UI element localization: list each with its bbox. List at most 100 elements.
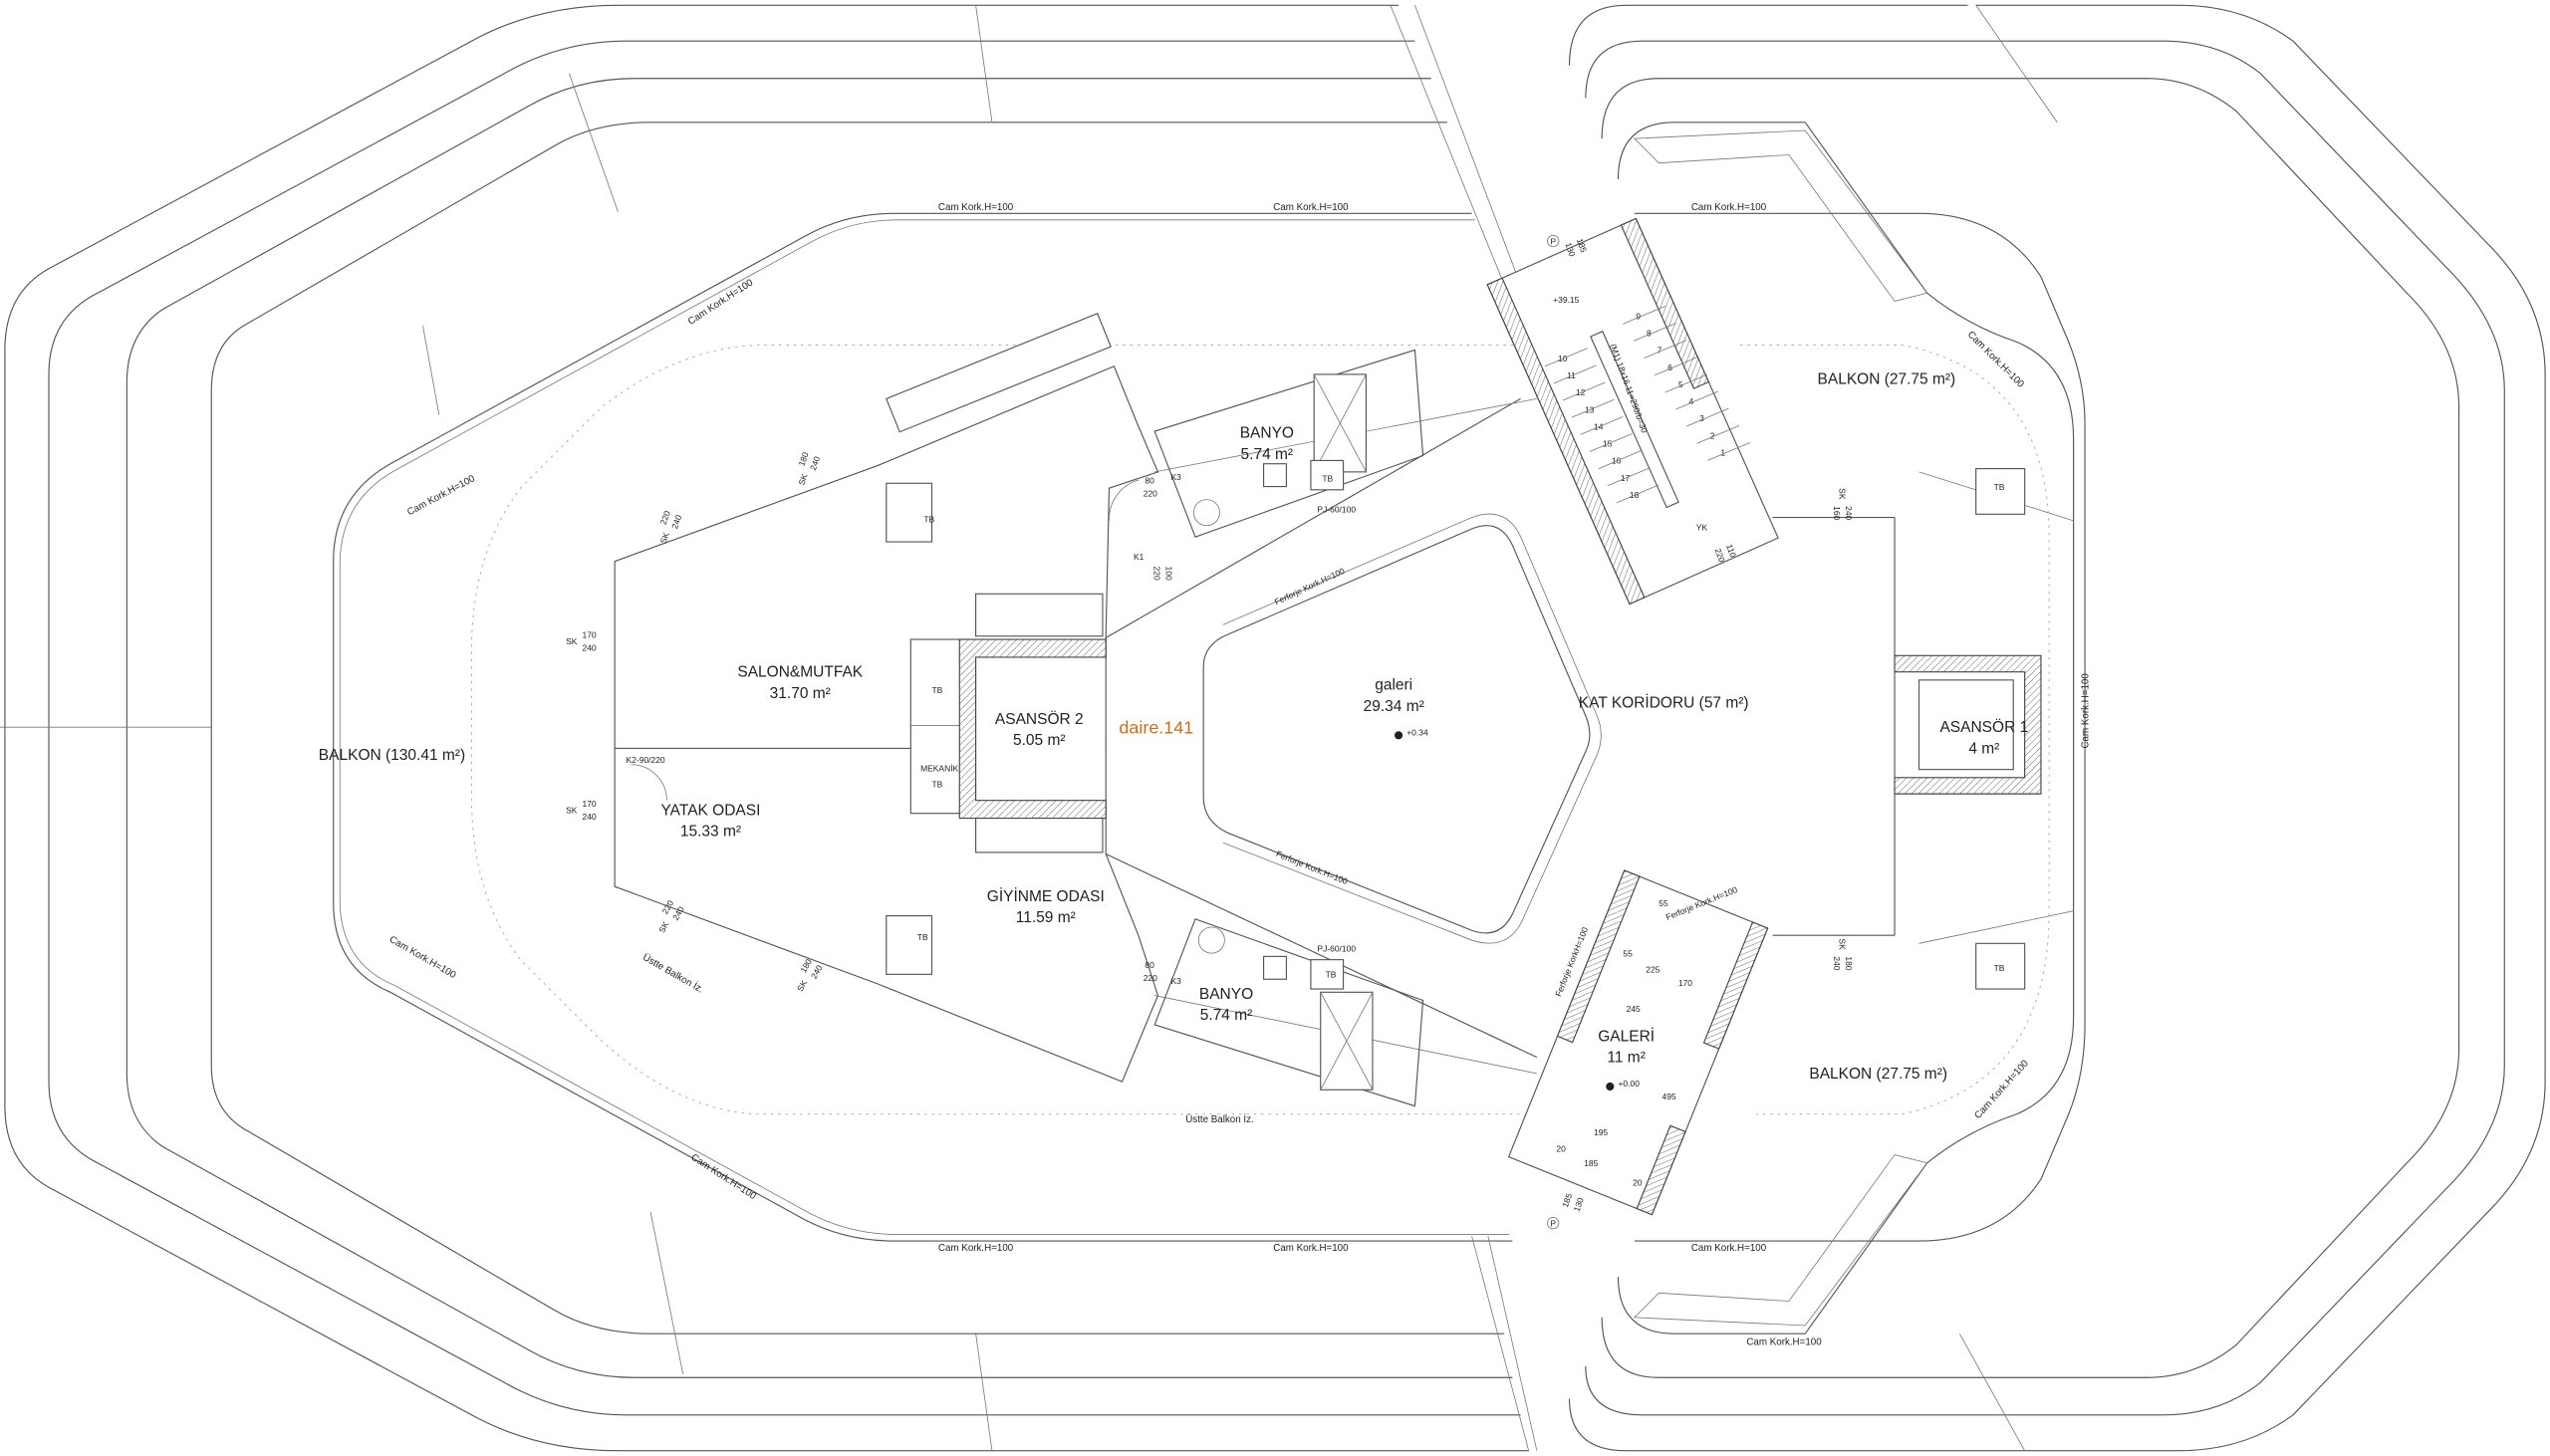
- room-name: BALKON (27.75 m²): [1818, 371, 1956, 388]
- door-tag: YK: [1696, 523, 1708, 533]
- dimension: 185: [1584, 1158, 1598, 1168]
- window-height: 240: [808, 455, 822, 472]
- room-area: 29.34 m²: [1364, 698, 1424, 715]
- railing-label: Cam Kork.H=100: [938, 1243, 1014, 1254]
- railing-label: Cam Kork.H=100: [1746, 1337, 1822, 1348]
- window-height: 240: [582, 812, 596, 822]
- room-name: BALKON (130.41 m²): [319, 747, 465, 764]
- door-width: 80: [1145, 960, 1154, 970]
- elevator-1-shaft: [1894, 654, 2042, 795]
- storage-label: TB: [932, 780, 943, 790]
- stair-step-number: 1: [1720, 448, 1725, 458]
- railing-label: Cam Kork.H=100: [1691, 202, 1767, 213]
- door-width: 80: [1145, 475, 1154, 485]
- room-area: 15.33 m²: [680, 824, 741, 841]
- window-tag: SK: [796, 472, 809, 486]
- galeri-core: [1507, 869, 1769, 1216]
- dimension: 195: [1594, 1127, 1608, 1137]
- door-height: 220: [1144, 973, 1157, 983]
- window-tag: SK: [795, 978, 809, 993]
- railing-label: Cam Kork.H=100: [387, 934, 458, 981]
- door-tag: P: [1550, 1218, 1556, 1228]
- room-area: 11.59 m²: [1016, 909, 1076, 926]
- railing-label: Ferforje Kork.H=100: [1273, 566, 1347, 607]
- apartment-141: [614, 313, 1424, 1107]
- dimension: 170: [1678, 978, 1692, 988]
- stair-tread: [1675, 390, 1719, 410]
- railing-label: Cam Kork.H=100: [1691, 1243, 1767, 1254]
- room-name: YATAK ODASI: [661, 802, 761, 819]
- right-block-outline: [1568, 4, 2546, 1452]
- door-height: 220: [1144, 488, 1157, 498]
- door-tag: K1: [1134, 552, 1145, 562]
- stair-step-number: 6: [1667, 363, 1672, 372]
- dimension: 245: [1627, 1004, 1641, 1014]
- window-tag: SK: [1838, 488, 1848, 500]
- room-name: ASANSÖR 1: [1939, 718, 2028, 736]
- room-name: SALON&MUTFAK: [737, 664, 863, 681]
- stair-tread: [1644, 340, 1687, 359]
- storage-label: TB: [923, 514, 934, 524]
- dimension: 225: [1646, 965, 1659, 975]
- stair-tread: [1562, 381, 1606, 401]
- window-width: 240: [1844, 506, 1854, 520]
- dimension: 495: [1662, 1092, 1676, 1101]
- railing-label: Cam Kork.H=100: [1273, 202, 1349, 213]
- window-height: 160: [1832, 506, 1842, 520]
- railing-label: Cam Kork.H=100: [405, 473, 477, 518]
- dimension: 55: [1658, 898, 1668, 908]
- stair-tread: [1664, 373, 1708, 393]
- level-marker-icon: [1395, 731, 1403, 740]
- storage-label: TB: [1326, 970, 1337, 980]
- door-tag: PJ-60/100: [1317, 505, 1356, 515]
- door-height: 220: [1713, 547, 1727, 564]
- room-area: 5.05 m²: [1013, 732, 1066, 749]
- stair-tread: [1553, 364, 1597, 384]
- galeri-dimensions: 55 55 225 170 245 495 195 185 20 20: [1556, 898, 1692, 1188]
- stair-tread: [1544, 348, 1588, 367]
- stair-tread: [1616, 484, 1659, 504]
- window-height: 240: [1832, 956, 1842, 970]
- room-area: 5.74 m²: [1200, 1007, 1253, 1024]
- door-tag: K2-90/220: [627, 755, 665, 765]
- storage-labels: TB TB MEKANİK TB TB TB TB TB TB: [917, 474, 2005, 980]
- room-name: ASANSÖR 2: [995, 710, 1084, 728]
- window-width: 220: [658, 509, 672, 526]
- stair-tread: [1589, 433, 1633, 452]
- window-height: 240: [582, 642, 596, 652]
- corridor-walls: [1105, 397, 1896, 1075]
- door-tag: PJ-60/100: [1317, 943, 1356, 953]
- stair-core: [1486, 217, 1779, 606]
- stair-step-number: 8: [1647, 329, 1652, 339]
- window-tag: SK: [566, 806, 578, 816]
- stair-level: +39.15: [1553, 295, 1579, 305]
- window-width: 170: [582, 629, 596, 639]
- door-tag: P: [1550, 236, 1556, 246]
- door-width: 185: [1560, 1192, 1574, 1209]
- stair-step-number: 9: [1636, 311, 1641, 321]
- stair-step-number: 2: [1710, 430, 1715, 440]
- room-labels: SALON&MUTFAK 31.70 m² YATAK ODASI 15.33 …: [319, 371, 2028, 1092]
- level-value: +0.00: [1618, 1079, 1640, 1089]
- unit-label: daire.141: [1119, 718, 1193, 738]
- railing-label: Cam Kork.H=100: [689, 1152, 759, 1203]
- upper-balcony-trace: Üstte Balkon İz.: [640, 952, 705, 996]
- railing-label: Cam Kork.H=100: [1273, 1243, 1349, 1254]
- room-area: 4 m²: [1968, 740, 1999, 757]
- stair-tread: [1598, 450, 1642, 469]
- window-tag: SK: [658, 531, 671, 545]
- door-height: 220: [1151, 567, 1161, 581]
- door-height: 130: [1572, 1196, 1586, 1213]
- room-area: 31.70 m²: [770, 685, 831, 702]
- door-width: 185: [1575, 237, 1589, 254]
- stair-step-number: 7: [1658, 346, 1662, 356]
- door-height: 130: [1563, 241, 1577, 258]
- room-name: galeri: [1375, 677, 1412, 694]
- stair-tread: [1580, 415, 1624, 435]
- room-name: GALERİ: [1598, 1027, 1655, 1045]
- room-name: KAT KORİDORU (57 m²): [1579, 694, 1749, 712]
- window-width: 180: [1844, 956, 1854, 970]
